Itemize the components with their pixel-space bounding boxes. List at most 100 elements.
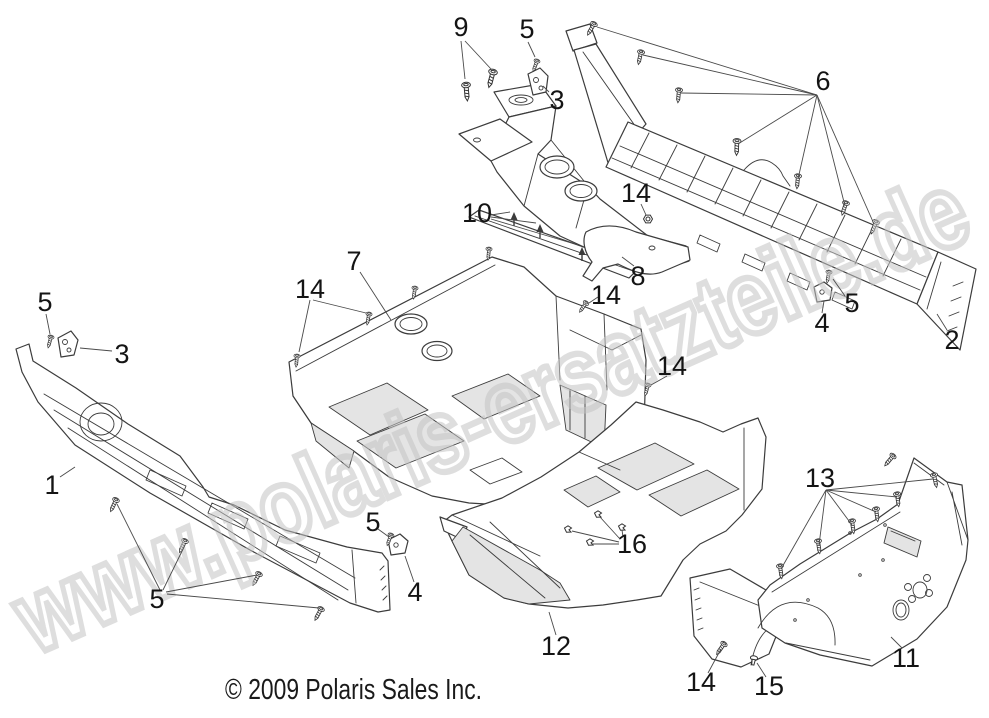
leader-line-15 (756, 662, 767, 678)
leader-line-6 (680, 92, 818, 96)
screw-fastener (47, 334, 55, 349)
leader-line-6 (816, 94, 875, 225)
callout-2: 2 (944, 325, 959, 355)
callout-15: 15 (754, 671, 784, 701)
leader-line-6 (642, 54, 818, 96)
screw-fastener (587, 21, 598, 36)
callout-13: 13 (805, 463, 835, 493)
screw-fastener (532, 58, 541, 73)
callout-16: 16 (617, 529, 647, 559)
screw-fastener (870, 219, 880, 235)
leader-line-6 (797, 94, 818, 180)
clip-fastener (585, 538, 595, 546)
callout-14: 14 (621, 178, 651, 208)
right-rocker-panel (565, 23, 977, 351)
leader-line-13 (780, 489, 827, 570)
leader-lines (45, 26, 948, 678)
callout-14: 14 (295, 274, 325, 304)
callout-3: 3 (114, 339, 129, 369)
callout-14: 14 (657, 351, 687, 381)
clip-fastener (593, 510, 603, 518)
screw-fastener (732, 138, 742, 157)
clip-fastener (617, 523, 627, 531)
leader-line-5 (162, 544, 186, 591)
leader-line-13 (818, 489, 827, 546)
leader-line-16 (571, 530, 620, 543)
screw-fastener (675, 87, 683, 104)
leader-line-3 (542, 85, 550, 93)
leader-line-13 (825, 478, 934, 491)
callout-12: 12 (541, 631, 571, 661)
callout-11: 11 (892, 643, 920, 673)
clip-fastener (563, 525, 573, 533)
leader-line-5 (45, 313, 51, 335)
screw-fastener (179, 538, 189, 554)
callout-5: 5 (37, 287, 52, 317)
leader-line-13 (825, 489, 877, 513)
leader-line-13 (825, 489, 898, 498)
screw-fastener (825, 269, 833, 284)
leader-line-14 (298, 299, 311, 353)
leader-line-9 (464, 40, 492, 70)
nut-fastener (642, 214, 654, 224)
screw-fastener (293, 353, 301, 368)
leader-line-5 (166, 593, 320, 609)
bracket-3-left (57, 330, 79, 358)
screw-fastener (644, 382, 652, 397)
leader-line-2 (936, 313, 948, 331)
screw-fastener (365, 311, 373, 326)
callout-3: 3 (549, 85, 564, 115)
callout-14: 14 (591, 280, 621, 310)
leader-line-5 (832, 278, 846, 297)
rear-closeoff-panel (689, 457, 969, 668)
callout-6: 6 (815, 66, 830, 96)
leader-line-14 (707, 648, 722, 674)
screw-fastener (637, 49, 645, 66)
callout-5: 5 (519, 14, 534, 44)
callout-8: 8 (630, 261, 645, 291)
callout-5: 5 (844, 288, 859, 318)
screw-fastener (252, 571, 263, 587)
screw-fastener (893, 491, 901, 508)
leader-line-9 (460, 40, 466, 80)
screw-fastener (485, 246, 493, 261)
callout-14: 14 (686, 667, 716, 697)
leader-line-5 (165, 574, 258, 593)
bracket-3-top (527, 67, 549, 96)
arrow-fastener (578, 247, 586, 261)
screw-fastener (930, 472, 938, 489)
screw-fastener (872, 506, 880, 523)
rear-floor-panel (439, 401, 767, 609)
callout-4: 4 (814, 308, 829, 338)
center-floor-panel (288, 256, 647, 507)
leader-line-10 (490, 216, 537, 224)
leader-line-14 (650, 375, 668, 386)
leader-line-5 (377, 528, 390, 538)
callout-1: 1 (44, 470, 59, 500)
leader-line-10 (490, 211, 511, 216)
rivet-fastener (749, 655, 759, 666)
callout-5: 5 (149, 584, 164, 614)
callout-9: 9 (453, 12, 468, 42)
leader-line-11 (890, 636, 903, 649)
leader-line-4 (404, 555, 415, 583)
callout-5: 5 (365, 507, 380, 537)
leader-line-6 (737, 94, 818, 145)
leader-line-14 (312, 299, 367, 314)
leader-line-3 (79, 347, 113, 352)
callout-7: 7 (346, 246, 361, 276)
screw-fastener (110, 497, 120, 513)
leader-line-12 (548, 611, 557, 636)
bracket-4-center (387, 533, 409, 556)
left-rocker-panel (15, 343, 391, 613)
copyright-text: © 2009 Polaris Sales Inc. (225, 674, 482, 706)
screw-fastener (314, 606, 325, 622)
leader-line-16 (621, 529, 624, 538)
screw-fastener (794, 173, 802, 190)
leader-line-6 (816, 94, 846, 207)
screw-fastener (579, 300, 590, 313)
fastener-layer (47, 21, 938, 666)
center-console (458, 83, 691, 282)
